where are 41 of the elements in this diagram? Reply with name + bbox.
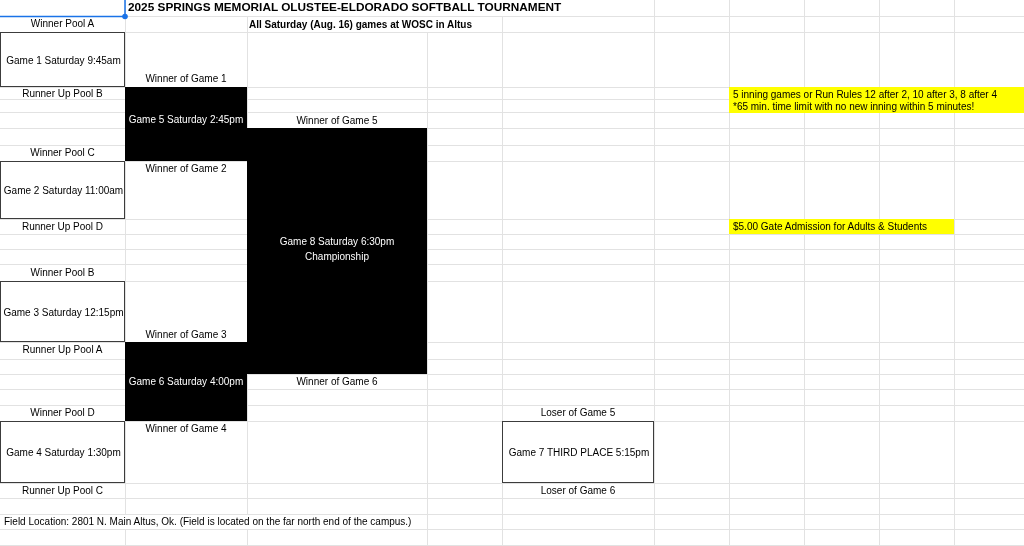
game-label: Game 2 Saturday 11:00am: [3, 185, 124, 197]
game-box: [0, 421, 125, 483]
team-slot-label: Loser of Game 5: [540, 407, 616, 419]
schedule-note: All Saturday (Aug. 16) games at WOSC in Altus: [249, 18, 472, 31]
team-slot-label: Winner of Game 2: [145, 162, 227, 175]
game-label: Game 3 Saturday 12:15pm: [3, 306, 124, 319]
team-slot-label: Winner Pool D: [30, 407, 95, 419]
team-slot-label: Loser of Game 6: [540, 484, 616, 497]
team-slot-label: Winner Pool A: [30, 18, 95, 30]
highlight-band: [729, 87, 1024, 113]
team-slot-label: Winner Pool B: [30, 267, 95, 279]
team-slot-label: Runner Up Pool B: [22, 87, 103, 100]
game-box: [0, 32, 125, 87]
team-slot-label: Winner of Game 4: [145, 423, 227, 435]
game-box: [247, 128, 427, 374]
game-label: Game 5 Saturday 2:45pm: [128, 114, 244, 126]
team-slot-label: Runner Up Pool D: [21, 220, 104, 233]
game-label: Game 1 Saturday 9:45am: [6, 54, 121, 67]
team-slot-label: Winner of Game 3: [145, 328, 227, 341]
team-slot-label: Winner of Game 1: [145, 73, 227, 85]
location-note: Field Location: 2801 N. Main Altus, Ok. (Field is located on the far north end of the campus.): [4, 515, 412, 528]
game-box: [125, 342, 247, 421]
team-slot-label: Winner of Game 6: [296, 375, 378, 388]
note-text: $5.00 Gate Admission for Adults & Students: [733, 220, 927, 233]
note-text: 5 inning games or Run Rules 12 after 2, 10 after 3, 8 after 4: [733, 88, 998, 101]
game-label: Game 8 Saturday 6:30pm: [279, 235, 395, 248]
game-box: [502, 421, 654, 483]
game-box: [0, 281, 125, 342]
team-slot-label: Winner Pool C: [30, 147, 95, 159]
game-box: [0, 161, 125, 219]
note-text: *65 min. time limit with no new inning within 5 minutes!: [733, 101, 975, 113]
game-label: Game 4 Saturday 1:30pm: [6, 447, 121, 459]
team-slot-label: Runner Up Pool A: [22, 344, 103, 356]
game-label: Game 6 Saturday 4:00pm: [128, 375, 244, 388]
team-slot-label: Winner of Game 5: [296, 114, 378, 127]
game-label: Game 7 THIRD PLACE 5:15pm: [508, 447, 650, 459]
game-box: [125, 87, 247, 161]
game-label: Championship: [305, 250, 369, 263]
highlight-band: [729, 219, 954, 234]
title: 2025 SPRINGS MEMORIAL OLUSTEE-ELDORADO SOFTBALL TOURNAMENT: [128, 1, 562, 15]
team-slot-label: Runner Up Pool C: [21, 484, 104, 497]
